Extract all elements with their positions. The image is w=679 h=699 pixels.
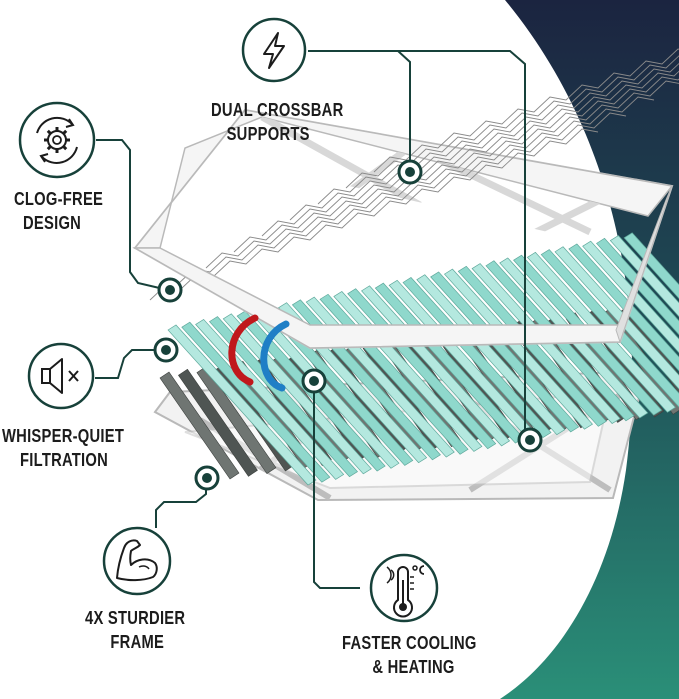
label-line: FRAME <box>110 632 165 652</box>
teal-pleat <box>554 246 679 390</box>
teal-pleat <box>181 321 331 483</box>
teal-pleat <box>443 268 594 430</box>
cool-arc <box>260 320 290 392</box>
label-clog-free: CLOG-FREE DESIGN <box>14 187 103 235</box>
teal-pleat <box>167 324 317 486</box>
label-faster-cooling: FASTER COOLING & HEATING <box>342 631 477 679</box>
label-line: DUAL CROSSBAR <box>211 100 344 120</box>
heat-arc <box>228 314 259 386</box>
label-line: 4X STURDIER <box>85 608 186 628</box>
marker-faster-cooling <box>301 368 327 394</box>
flexed-arm-icon <box>102 526 172 596</box>
marker-clog-free <box>157 277 183 303</box>
label-dual-crossbar: DUAL CROSSBAR SUPPORTS <box>211 98 343 146</box>
thermometer-icon <box>369 553 439 623</box>
label-line: FILTRATION <box>20 450 109 470</box>
label-line: SUPPORTS <box>226 124 310 144</box>
mesh-wire <box>261 76 679 237</box>
mesh-wire <box>345 55 679 189</box>
teal-pleat <box>457 265 607 427</box>
label-line: FASTER COOLING <box>342 633 477 653</box>
marker-crossbar <box>397 159 423 185</box>
label-line: WHISPER-QUIET <box>2 426 125 446</box>
teal-pleat <box>623 232 679 300</box>
label-line: & HEATING <box>372 657 455 677</box>
mesh-wire <box>373 48 679 173</box>
grey-pleat <box>178 368 258 477</box>
gear-arrows-icon <box>18 101 96 179</box>
teal-pleat <box>402 277 552 438</box>
marker-frame-side <box>517 427 543 453</box>
marker-sturdier-frame <box>194 465 220 491</box>
teal-pleat <box>222 313 372 475</box>
mesh-wire <box>317 62 679 205</box>
top-frame-front <box>132 185 673 349</box>
speaker-muted-icon <box>27 342 95 410</box>
teal-pleat <box>568 243 679 372</box>
wire-mesh-layer <box>149 48 679 301</box>
mesh-wire <box>233 80 679 253</box>
mesh-wire <box>205 96 655 269</box>
teal-pleat <box>416 274 566 436</box>
label-whisper-quiet: WHISPER-QUIET FILTRATION <box>2 424 124 472</box>
leader-lines <box>95 50 526 589</box>
lightning-bolt-icon <box>241 17 307 83</box>
marker-whisper-quiet <box>153 337 179 363</box>
background-curve <box>500 0 679 699</box>
label-line: CLOG-FREE <box>14 189 104 209</box>
label-sturdier-frame: 4X STURDIER FRAME <box>85 606 185 654</box>
mesh-wire <box>289 70 679 221</box>
label-line: DESIGN <box>23 213 82 233</box>
grey-pleat <box>159 371 240 480</box>
teal-pleat <box>430 271 580 433</box>
teal-pleat <box>609 235 679 318</box>
mesh-wire <box>177 112 627 285</box>
teal-pleat <box>208 316 359 478</box>
mesh-wire <box>149 128 599 301</box>
